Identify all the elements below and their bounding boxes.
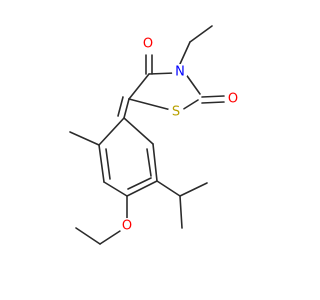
bond-ring-1 xyxy=(98,117,125,146)
bond-c2-s xyxy=(181,99,199,111)
bond-ether-cc xyxy=(75,227,101,245)
ring-nitrogen: N xyxy=(172,64,188,80)
bond-ring-6-inner xyxy=(146,148,152,177)
bond-c2-o-double-a xyxy=(201,95,225,98)
molecule-diagram: O N O S O xyxy=(69,25,241,245)
bond-ring-2 xyxy=(123,117,154,145)
ether-oxygen: O xyxy=(119,218,135,234)
nitrogen-label: N xyxy=(175,65,185,80)
bond-isopropyl-ch xyxy=(156,180,181,197)
bond-ring-3 xyxy=(98,144,105,183)
bond-exocyclic-b xyxy=(117,96,124,117)
bond-ring-5 xyxy=(126,180,158,197)
oxygen-label: O xyxy=(143,37,153,52)
oxygen-label: O xyxy=(122,219,132,234)
bond-c4-c5 xyxy=(128,73,150,100)
carbonyl-oxygen-right: O xyxy=(225,91,241,107)
sulfur-label: S xyxy=(172,105,180,120)
bond-ethyl-cc xyxy=(189,25,213,43)
bond-isopropyl-me2 xyxy=(179,195,183,229)
structure-svg: O N O S O xyxy=(69,25,241,245)
bond-c4-n xyxy=(148,72,176,75)
bond-ring-4 xyxy=(103,181,128,197)
bond-ring-5-inner xyxy=(127,177,152,190)
bond-methyl xyxy=(69,131,100,146)
bond-ring-6 xyxy=(152,143,158,182)
atom-labels: O N O S O xyxy=(119,36,241,234)
bond-o-ch2 xyxy=(99,230,121,245)
bonds xyxy=(69,25,225,245)
bond-ring-3-inner xyxy=(105,148,111,180)
ring-sulfur: S xyxy=(168,104,184,120)
bond-exocyclic-a xyxy=(123,98,130,119)
bond-n-c2 xyxy=(184,72,201,95)
bond-n-ch2 xyxy=(179,41,191,65)
carbonyl-oxygen-top: O xyxy=(140,36,156,52)
bond-c2-o-double-b xyxy=(201,101,225,104)
oxygen-label: O xyxy=(228,92,238,107)
bond-isopropyl-me1 xyxy=(179,182,208,197)
bond-s-c5 xyxy=(128,98,172,111)
